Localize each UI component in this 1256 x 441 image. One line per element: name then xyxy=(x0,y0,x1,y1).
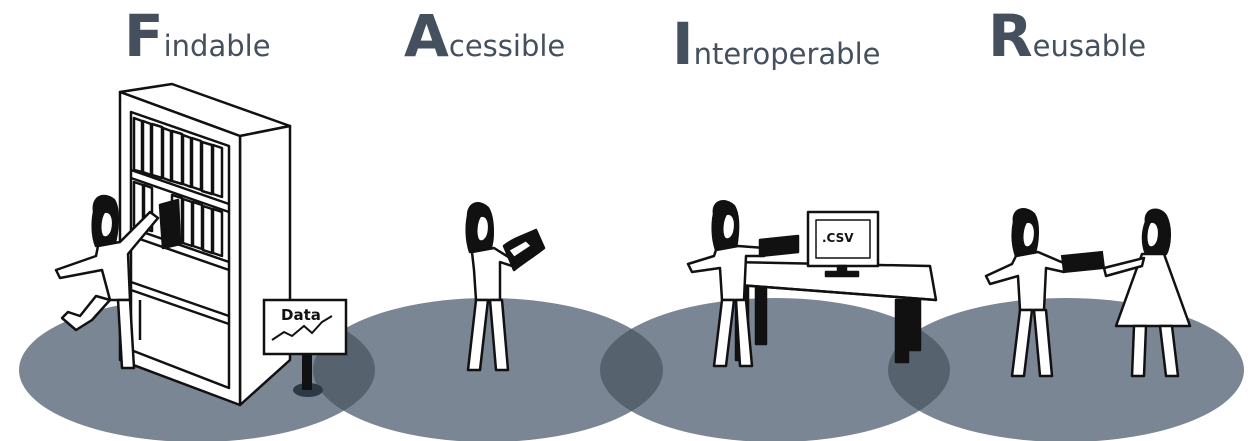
data-sign: Data xyxy=(262,298,348,397)
heading-findable-initial: F xyxy=(124,2,164,70)
heading-reusable-rest: eusable xyxy=(1033,29,1146,63)
bookshelf xyxy=(118,82,292,407)
heading-findable-rest: indable xyxy=(164,29,271,63)
person-reusable-receiver xyxy=(1102,208,1192,378)
pulled-book xyxy=(158,198,182,250)
sign-chart-line xyxy=(271,315,333,341)
heading-accessible-initial: A xyxy=(404,2,449,70)
person-accessible xyxy=(465,202,546,372)
person-findable xyxy=(54,194,160,370)
heading-accessible-rest: cessible xyxy=(449,29,565,63)
monitor: .CSV xyxy=(806,210,880,278)
sign-post xyxy=(302,352,312,390)
ellipse-reusable xyxy=(888,298,1244,441)
shared-book xyxy=(1060,250,1106,274)
heading-reusable: Reusable xyxy=(988,2,1146,70)
monitor-label: .CSV xyxy=(822,231,854,245)
person-reusable-giver xyxy=(984,208,1068,378)
heading-findable: Findable xyxy=(124,2,271,70)
heading-interoperable-rest: nteroperable xyxy=(694,37,881,71)
sign-label: Data xyxy=(281,306,321,324)
heading-interoperable: Interoperable xyxy=(672,10,880,78)
person-interoperable xyxy=(686,200,800,368)
heading-interoperable-initial: I xyxy=(672,10,694,78)
ellipse-accessible xyxy=(313,298,663,441)
ellipse-interoperable xyxy=(600,298,950,441)
heading-accessible: Acessible xyxy=(404,2,565,70)
ground-ellipses xyxy=(19,298,1244,441)
books-top-shelf xyxy=(132,116,224,199)
heading-reusable-initial: R xyxy=(988,2,1033,70)
